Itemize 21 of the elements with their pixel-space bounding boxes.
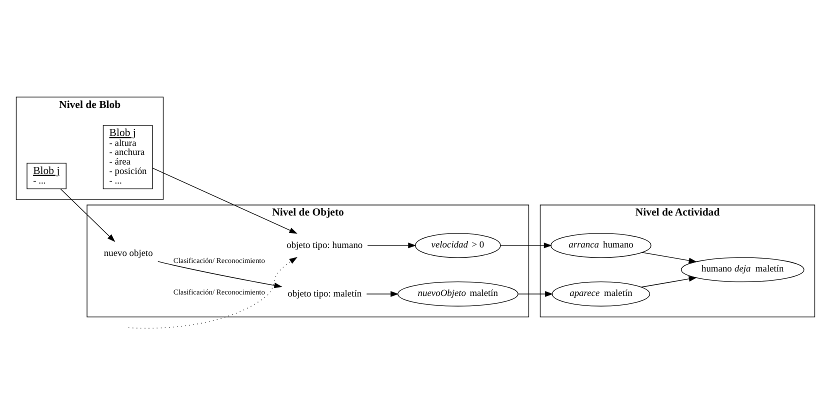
node-ellipse: nuevoObjeto maletín [398,281,518,306]
arrow [367,242,416,248]
node-box: Blob j - altura - anchura - área - posición - ... [102,124,153,189]
arrow [366,290,399,296]
arrow [500,242,552,248]
node-box: Blob j - ... [26,162,66,189]
edge-label: Clasificación/ Reconocimiento [173,255,265,264]
arrow [128,256,298,328]
edge-label: Clasificación/ Reconocimiento [173,287,265,296]
arrow [158,260,282,288]
node-text: nuevo objeto [104,248,153,259]
arrow [518,290,554,296]
arrow [152,167,298,234]
arrow [642,252,697,263]
node-ellipse: velocidad > 0 [415,232,501,258]
node-text: objeto tipo: maletín [288,288,362,299]
node-text: objeto tipo: humano [286,240,363,250]
node-ellipse: aparece maletín [552,281,650,306]
arrow [60,188,116,242]
arrow [640,276,697,287]
node-ellipse: arranca humano [550,232,652,258]
